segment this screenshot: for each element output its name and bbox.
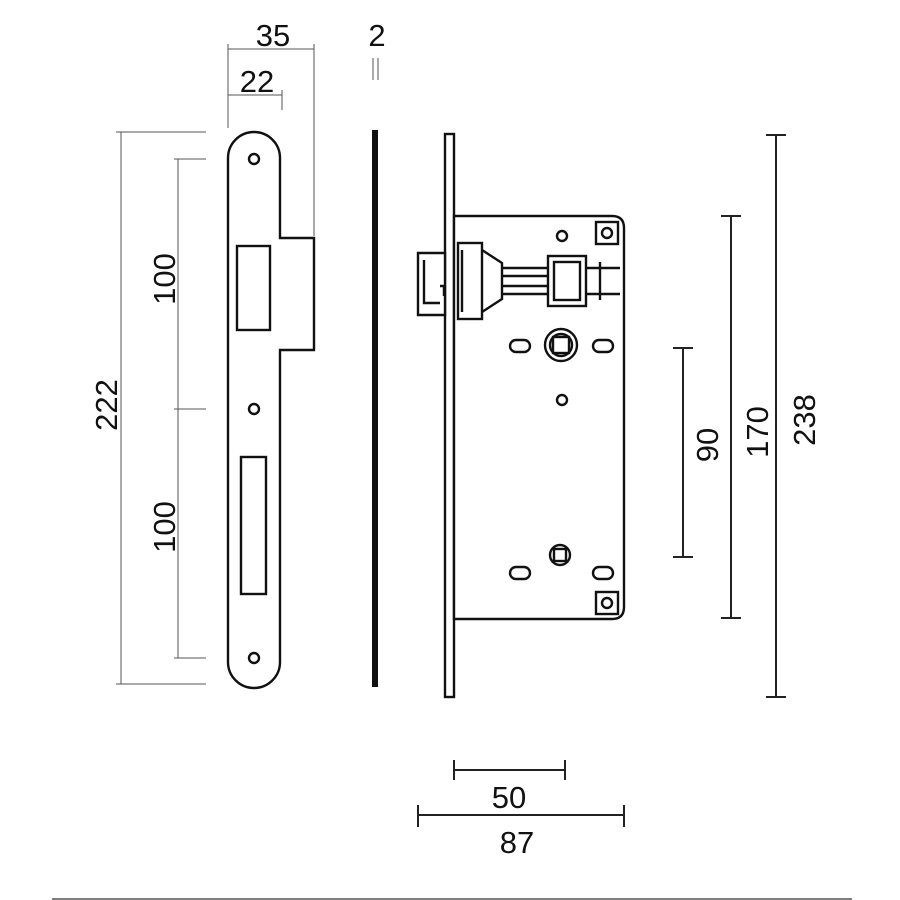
- dim-faceplate-thickness: 2: [368, 18, 385, 53]
- right-dimensions: 90 170 238: [673, 134, 822, 698]
- dim-case-height: 170: [740, 406, 775, 458]
- left-dimensions: 222 100 100: [89, 131, 206, 685]
- latch-mechanism: [456, 241, 620, 321]
- case-hole-top: [555, 229, 569, 243]
- lock-case: [452, 214, 626, 621]
- slot-lower-right: [591, 565, 615, 581]
- deadbolt-opening: [239, 455, 268, 596]
- dim-backset: 50: [492, 780, 526, 815]
- dim-faceplate-width: 35: [256, 18, 290, 53]
- bottom-dimensions: 50 87: [417, 760, 625, 860]
- dim-faceplate-length: 222: [89, 379, 124, 431]
- dim-faceplate-height: 238: [787, 394, 822, 446]
- strike-screw-hole-top: [247, 152, 261, 166]
- top-dimensions: 35 22: [227, 18, 315, 236]
- strike-plate: [226, 130, 316, 690]
- dim-forend-offset: 22: [240, 64, 274, 99]
- faceplate-edge: [372, 130, 378, 687]
- slot-lower-left: [508, 565, 532, 581]
- corner-screw-bottom: [594, 590, 620, 616]
- front-plate: [443, 132, 456, 699]
- spindle-follower: [543, 327, 579, 363]
- lock-body: [416, 132, 626, 699]
- dim-case-depth: 87: [500, 825, 534, 860]
- strike-screw-hole-bottom: [247, 651, 261, 665]
- dim-hole-spacing-upper: 100: [147, 253, 182, 305]
- case-hole-middle: [555, 393, 569, 407]
- thumb-turn-follower: [548, 543, 572, 567]
- corner-screw-top: [594, 220, 620, 246]
- strike-screw-hole-middle: [247, 402, 261, 416]
- strike-plate-outline: [226, 130, 316, 690]
- dim-hole-spacing-lower: 100: [147, 501, 182, 553]
- faceplate-side-view: 2: [368, 18, 386, 687]
- dim-spindle-to-keyhole: 90: [690, 428, 725, 462]
- latch-opening: [235, 244, 272, 332]
- slot-upper-left: [508, 338, 532, 354]
- latch-bolt: [416, 251, 447, 317]
- slot-upper-right: [591, 338, 615, 354]
